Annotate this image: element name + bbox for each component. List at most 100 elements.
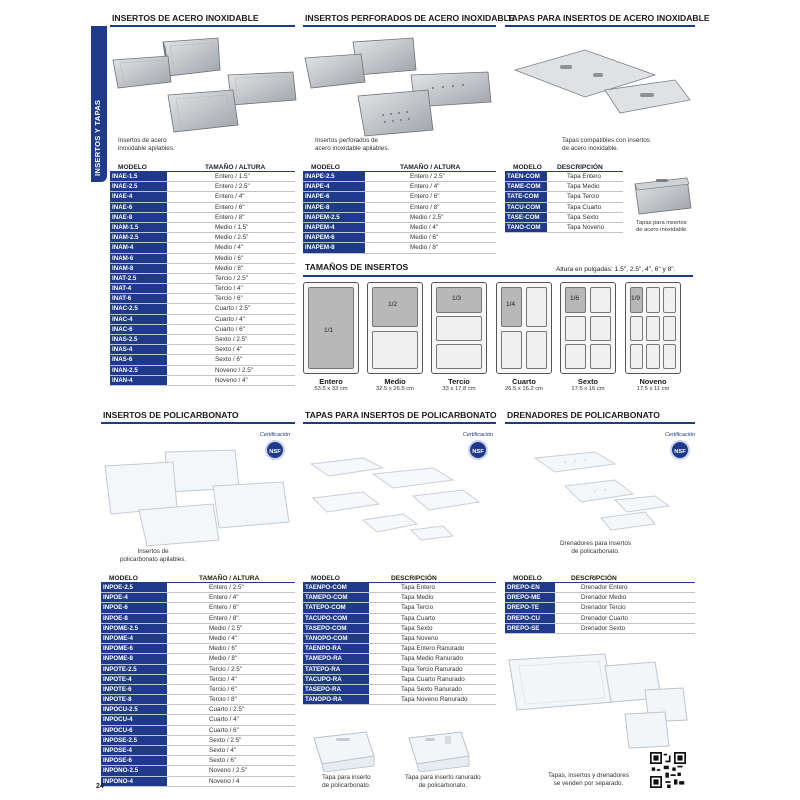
section-rule — [110, 25, 295, 27]
model-code: INAE-2.5 — [110, 182, 167, 192]
model-description: Tercio / 4" — [209, 675, 237, 683]
model-description: Medio / 2.5" — [410, 213, 444, 221]
model-code: INPOTE-6 — [101, 684, 167, 695]
model-description: Sexto / 2.5" — [209, 736, 242, 744]
model-code: TAMEPO-COM — [303, 593, 369, 603]
model-description: Entero / 8" — [215, 213, 245, 221]
model-code: INPONO-2.5 — [101, 766, 167, 776]
section-rule — [505, 422, 695, 424]
model-code: INAM-2.5 — [110, 233, 167, 243]
slotted-lid-photo — [408, 731, 470, 772]
model-code: INPOME-4 — [101, 633, 167, 644]
pan-label: 1/2 — [388, 301, 398, 308]
pan-dim: 17.5 x 16 cm — [571, 386, 605, 392]
section-title-tapas-poli: TAPAS PARA INSERTOS DE POLICARBONATO — [305, 410, 497, 420]
qr-code-icon[interactable] — [650, 752, 686, 788]
model-description: Tercio / 4" — [215, 285, 243, 293]
model-code: TASEPO-COM — [303, 623, 369, 633]
nsf-certification: Certificación NSF — [461, 432, 495, 460]
certification-label: Certificación — [259, 432, 291, 438]
model-description: Tapa Entero — [401, 584, 435, 591]
model-description: Noveno / 4 — [209, 777, 240, 785]
model-code: TAEN-COM — [505, 172, 547, 182]
polycarbonate-lids-photo — [309, 457, 481, 541]
section-rule — [303, 25, 496, 27]
model-description: Medio / 8" — [209, 655, 238, 663]
column-header: DESCRIPCIÓN — [571, 575, 617, 582]
model-description: Medio / 4" — [215, 244, 244, 252]
model-description: Sexto / 6" — [209, 757, 237, 765]
model-code: INAN-4 — [110, 375, 167, 385]
model-description: Drenador Medio — [581, 594, 627, 602]
model-code: DREPO-ME — [505, 593, 555, 603]
model-code: TAENPO-COM — [303, 583, 369, 593]
model-description: Drenador Cuarto — [581, 614, 628, 622]
pan-dim: 33 x 17.8 cm — [442, 386, 476, 392]
model-description: Tapa Tercio — [401, 604, 434, 612]
model-description: Entero / 4" — [209, 594, 239, 602]
table-row: DREPO-ME Drenador Medio — [505, 593, 695, 604]
model-code: INPOCU-2.5 — [101, 705, 167, 715]
polycarbonate-pans-photo — [104, 449, 290, 547]
drainer-pans-photo — [508, 653, 688, 749]
section-title-drenadores: DRENADORES DE POLICARBONATO — [507, 410, 660, 420]
model-code: INAT-4 — [110, 284, 167, 294]
pan-dim: 17.5 x 11 cm — [636, 386, 670, 392]
model-code: INPOME-8 — [101, 654, 167, 664]
model-description: Tapa Cuarto — [567, 203, 602, 211]
model-description: Drenador Sexto — [581, 624, 626, 632]
model-code: INAC-4 — [110, 314, 167, 324]
model-description: Medio / 8" — [410, 244, 439, 252]
column-header: TAMAÑO / ALTURA — [400, 164, 461, 171]
model-description: Sexto / 6" — [215, 356, 243, 364]
steel-lids-photo — [513, 49, 691, 114]
table-row: INAE-2.5 Entero / 2.5" — [110, 182, 295, 193]
steel-pans-photo — [112, 37, 297, 133]
column-header: MODELO — [311, 164, 340, 171]
model-description: Tapa Cuarto — [401, 614, 436, 622]
section-title-perforados: INSERTOS PERFORADOS DE ACERO INOXIDABLE — [305, 13, 515, 23]
model-description: Tercio / 2.5" — [215, 274, 249, 282]
model-code: INAS-6 — [110, 355, 167, 365]
model-code: DREPO-TE — [505, 603, 555, 613]
model-description: Tapa Tercio — [567, 193, 600, 201]
model-code: TATEPO-RA — [303, 664, 369, 674]
model-code: INAPE-4 — [303, 182, 365, 192]
section-title-policarbonato: INSERTOS DE POLICARBONATO — [103, 410, 239, 420]
model-code: TASEPO-RA — [303, 684, 369, 695]
model-code: INAPEM-2.5 — [303, 212, 365, 222]
column-header: TAMAÑO / ALTURA — [205, 164, 266, 171]
section-rule — [303, 422, 496, 424]
model-description: Tercio / 8" — [209, 696, 237, 704]
column-header: MODELO — [118, 164, 147, 171]
caption-tapa-poli: Tapa para inserto de policarbonato. — [322, 774, 371, 789]
model-description: Entero / 2.5" — [215, 183, 250, 191]
model-code: INAPEM-4 — [303, 222, 365, 233]
model-description: Sexto / 4" — [209, 747, 237, 754]
pan-dim: 53.5 x 33 cm — [314, 386, 348, 392]
model-description: Tercio / 6" — [215, 295, 243, 303]
